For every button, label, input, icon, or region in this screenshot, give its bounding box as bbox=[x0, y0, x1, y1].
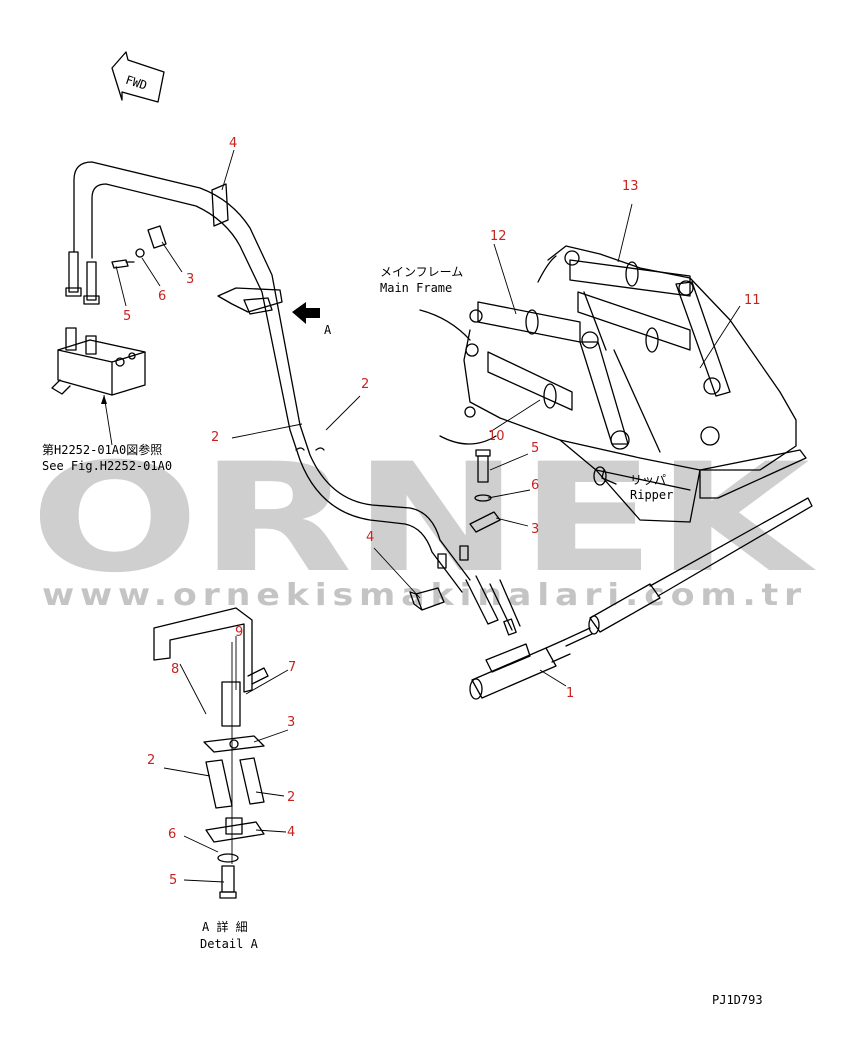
main-frame-jp: メインフレーム bbox=[380, 265, 463, 279]
hydraulic-hose bbox=[65, 161, 471, 593]
detail-jp: A 詳 細 bbox=[202, 919, 248, 934]
view-arrow-icon: A bbox=[292, 302, 332, 337]
ripper-jp: リッパ bbox=[630, 473, 666, 487]
callout-4: 4 bbox=[229, 136, 237, 151]
see-fig-en: See Fig.H2252-01A0 bbox=[42, 459, 172, 473]
callout-6: 6 bbox=[531, 478, 539, 493]
ripper-assembly bbox=[419, 245, 807, 523]
callout-3: 3 bbox=[287, 715, 295, 730]
callout-5: 5 bbox=[531, 441, 539, 456]
callout-5: 5 bbox=[123, 309, 131, 324]
ripper-en: Ripper bbox=[630, 488, 673, 502]
valve-block bbox=[51, 327, 146, 446]
see-fig-jp: 第H2252-01A0図参照 bbox=[42, 442, 162, 457]
detail-a bbox=[153, 607, 269, 899]
callout-10: 10 bbox=[488, 429, 505, 444]
callout-12: 12 bbox=[490, 229, 507, 244]
view-arrow-label: A bbox=[324, 323, 332, 337]
watermark-brand: ORNEK bbox=[30, 432, 816, 606]
callout-2: 2 bbox=[361, 377, 369, 392]
callout-2: 2 bbox=[211, 430, 219, 445]
callout-1: 1 bbox=[566, 686, 574, 701]
drawing-code: PJ1D793 bbox=[712, 993, 763, 1007]
callout-7: 7 bbox=[288, 660, 296, 675]
callout-6: 6 bbox=[158, 289, 166, 304]
callout-4: 4 bbox=[366, 530, 374, 545]
callout-2: 2 bbox=[287, 790, 295, 805]
upper-clamps bbox=[111, 183, 283, 315]
callout-3: 3 bbox=[186, 272, 194, 287]
cylinder-part bbox=[469, 497, 813, 700]
callout-6: 6 bbox=[168, 827, 176, 842]
main-frame-en: Main Frame bbox=[380, 281, 452, 295]
callout-2: 2 bbox=[147, 753, 155, 768]
ripper-clamp-parts bbox=[409, 449, 521, 636]
callout-numbers: 4 3 6 5 2 2 12 13 11 10 5 6 3 4 1 9 8 7 … bbox=[123, 136, 761, 888]
detail-en: Detail A bbox=[200, 937, 259, 951]
leader-lines bbox=[115, 149, 741, 883]
fwd-arrow-icon: FWD bbox=[111, 51, 165, 103]
fwd-label: FWD bbox=[124, 73, 149, 93]
callout-11: 11 bbox=[744, 293, 761, 308]
callout-4: 4 bbox=[287, 825, 295, 840]
callout-5: 5 bbox=[169, 873, 177, 888]
watermark-url: www.ornekismakinalari.com.tr bbox=[42, 578, 807, 613]
callout-8: 8 bbox=[171, 662, 179, 677]
callout-9: 9 bbox=[235, 625, 243, 640]
callout-13: 13 bbox=[622, 179, 639, 194]
callout-3: 3 bbox=[531, 522, 539, 537]
